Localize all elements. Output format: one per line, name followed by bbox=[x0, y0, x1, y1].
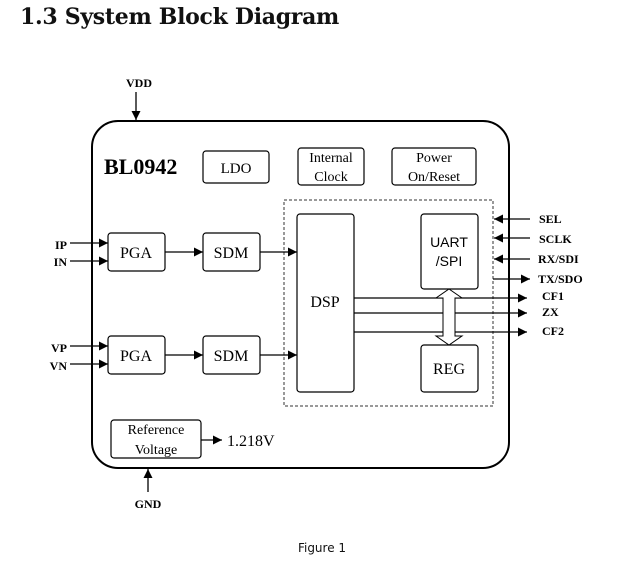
block-uart-spi: UART /SPI bbox=[420, 213, 479, 290]
svg-text:SDM: SDM bbox=[214, 245, 249, 262]
svg-text:IN: IN bbox=[54, 255, 68, 269]
svg-text:Voltage: Voltage bbox=[135, 443, 178, 458]
pin-sel: SEL bbox=[494, 212, 562, 226]
section-heading: 1.3 System Block Diagram bbox=[20, 4, 340, 30]
svg-text:VN: VN bbox=[50, 359, 68, 373]
block-ldo: LDO bbox=[202, 150, 270, 184]
pin-zx: ZX bbox=[354, 305, 559, 319]
svg-text:RX/SDI: RX/SDI bbox=[538, 252, 579, 266]
uart-reg-bus-arrow bbox=[434, 288, 464, 346]
block-power-on-reset: Power On/Reset bbox=[391, 147, 477, 186]
svg-text:SDM: SDM bbox=[214, 348, 249, 365]
block-internal-clock: Internal Clock bbox=[297, 147, 365, 186]
block-pga-voltage: PGA bbox=[107, 335, 166, 375]
reference-output-value: 1.218V bbox=[227, 433, 275, 450]
svg-text:VP: VP bbox=[51, 341, 67, 355]
svg-text:DSP: DSP bbox=[310, 294, 339, 311]
svg-text:REG: REG bbox=[433, 361, 465, 378]
pin-vdd: VDD bbox=[126, 76, 152, 120]
svg-text:SCLK: SCLK bbox=[539, 232, 572, 246]
pin-in: IN bbox=[54, 255, 108, 269]
block-sdm-voltage: SDM bbox=[202, 335, 261, 375]
svg-text:SEL: SEL bbox=[539, 212, 562, 226]
svg-text:Internal: Internal bbox=[309, 151, 353, 166]
svg-text:Power: Power bbox=[416, 151, 452, 166]
svg-text:CF2: CF2 bbox=[542, 324, 564, 338]
digital-core-region bbox=[283, 199, 494, 407]
pin-sclk: SCLK bbox=[494, 232, 572, 246]
figure-caption: Figure 1 bbox=[297, 541, 347, 555]
block-reference-voltage: Reference Voltage bbox=[110, 419, 202, 459]
svg-text:Reference: Reference bbox=[128, 423, 185, 438]
svg-text:On/Reset: On/Reset bbox=[408, 170, 460, 185]
pin-vp: VP bbox=[51, 341, 108, 355]
pin-rx-sdi: RX/SDI bbox=[494, 252, 579, 266]
block-sdm-current: SDM bbox=[202, 232, 261, 272]
svg-text:CF1: CF1 bbox=[542, 289, 564, 303]
pin-ip: IP bbox=[55, 238, 108, 252]
svg-text:UART: UART bbox=[430, 234, 468, 250]
svg-text:/SPI: /SPI bbox=[436, 253, 462, 269]
block-pga-current: PGA bbox=[107, 232, 166, 272]
svg-text:LDO: LDO bbox=[221, 161, 252, 177]
svg-text:ZX: ZX bbox=[542, 305, 559, 319]
svg-text:IP: IP bbox=[55, 238, 67, 252]
svg-text:GND: GND bbox=[135, 497, 162, 511]
svg-text:Clock: Clock bbox=[314, 170, 347, 185]
chip-outline bbox=[91, 120, 510, 469]
svg-text:PGA: PGA bbox=[120, 348, 152, 365]
block-reg: REG bbox=[420, 344, 479, 393]
svg-text:PGA: PGA bbox=[120, 245, 152, 262]
block-dsp: DSP bbox=[296, 213, 355, 393]
pin-gnd: GND bbox=[135, 469, 162, 511]
pin-tx-sdo: TX/SDO bbox=[493, 272, 583, 286]
pin-cf2: CF2 bbox=[354, 324, 564, 338]
pin-vn: VN bbox=[50, 359, 108, 373]
svg-text:TX/SDO: TX/SDO bbox=[538, 272, 583, 286]
pin-label-vdd: VDD bbox=[126, 76, 152, 90]
chip-name: BL0942 bbox=[104, 154, 177, 179]
